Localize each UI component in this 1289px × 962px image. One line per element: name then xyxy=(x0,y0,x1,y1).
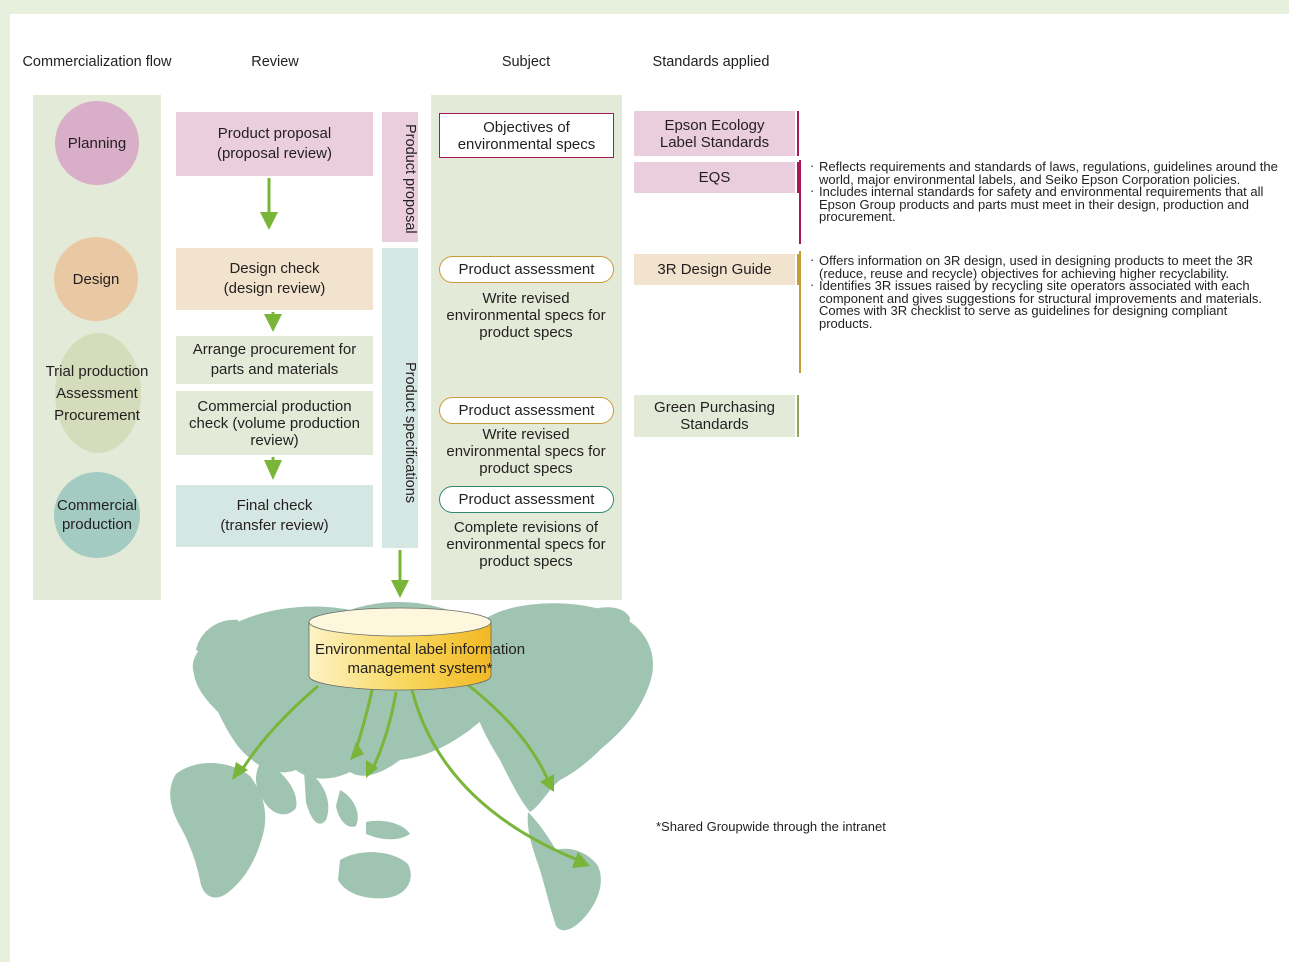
subject-product-assessment-3: Product assessment xyxy=(439,486,614,513)
stage-commercial-production: Commercial production xyxy=(54,472,140,558)
header-commercialization-flow: Commercialization flow xyxy=(22,54,172,70)
database-cylinder xyxy=(308,607,492,691)
standard-green-purchasing: Green Purchasing Standards xyxy=(634,395,795,437)
subject-complete-revisions: Complete revisions of environmental spec… xyxy=(446,519,606,570)
system-label: Environmental label information manageme… xyxy=(300,640,540,678)
header-review: Review xyxy=(251,54,299,70)
subject-product-assessment-2: Product assessment xyxy=(439,397,614,424)
arrow-to-system xyxy=(391,580,409,598)
subject-write-revised-1: Write revised environmental specs for pr… xyxy=(446,290,606,341)
note-eqs-2: Includes internal standards for safety a… xyxy=(810,185,1280,224)
stage-planning: Planning xyxy=(55,101,139,185)
standard-ecology-label-rule xyxy=(797,111,799,156)
subject-column-background xyxy=(431,95,622,600)
standard-design-guide-rule xyxy=(797,254,799,285)
review-design-check: Design check (design review) xyxy=(176,248,373,310)
standard-green-purchasing-rule xyxy=(797,395,799,437)
review-arrange-procurement: Arrange procurement for parts and materi… xyxy=(176,336,373,384)
review-commercial-production-check: Commercial production check (volume prod… xyxy=(176,391,373,455)
note-guide-2: Identifies 3R issues raised by recycling… xyxy=(810,279,1280,330)
standard-eqs-rule xyxy=(797,162,799,193)
footnote: *Shared Groupwide through the intranet xyxy=(656,819,886,834)
arrow-proposal-to-design xyxy=(260,212,278,230)
subject-write-revised-2: Write revised environmental specs for pr… xyxy=(446,426,606,477)
review-final-check: Final check (transfer review) xyxy=(176,485,373,547)
distribution-arrowheads xyxy=(232,742,590,868)
stage-procurement: Procurement xyxy=(54,407,140,424)
note-guide-1: Offers information on 3R design, used in… xyxy=(810,254,1280,280)
distribution-arrows xyxy=(240,678,579,862)
standard-eqs: EQS xyxy=(634,162,795,193)
stage-trial-label: Trial production Assessment Procurement xyxy=(33,361,161,427)
stage-trial-circle xyxy=(55,333,141,453)
vertical-label-product-specifications: Product specifications xyxy=(382,248,418,548)
review-product-proposal: Product proposal (proposal review) xyxy=(176,112,373,176)
header-subject: Subject xyxy=(501,54,551,70)
notes-eqs-rule xyxy=(799,160,801,244)
standard-epson-ecology-label: Epson Ecology Label Standards xyxy=(634,111,795,156)
subject-product-assessment-1: Product assessment xyxy=(439,256,614,283)
notes-eqs: Reflects requirements and standards of l… xyxy=(810,160,1280,224)
notes-guide-rule xyxy=(799,251,801,373)
stage-assessment: Assessment xyxy=(56,385,138,402)
stage-trial-production: Trial production xyxy=(45,363,149,380)
stage-design: Design xyxy=(54,237,138,321)
standard-3r-design-guide: 3R Design Guide xyxy=(634,254,795,285)
review-arrows xyxy=(260,178,409,598)
notes-design-guide: Offers information on 3R design, used in… xyxy=(810,254,1280,330)
vertical-label-product-proposal: Product proposal xyxy=(382,112,418,242)
arrow-production-to-final xyxy=(264,460,282,480)
arrow-design-to-procurement xyxy=(264,314,282,332)
note-eqs-1: Reflects requirements and standards of l… xyxy=(810,160,1280,186)
system-label-text: Environmental label information manageme… xyxy=(314,641,526,677)
header-standards-applied: Standards applied xyxy=(652,54,770,70)
subject-objectives: Objectives of environmental specs xyxy=(439,113,614,158)
